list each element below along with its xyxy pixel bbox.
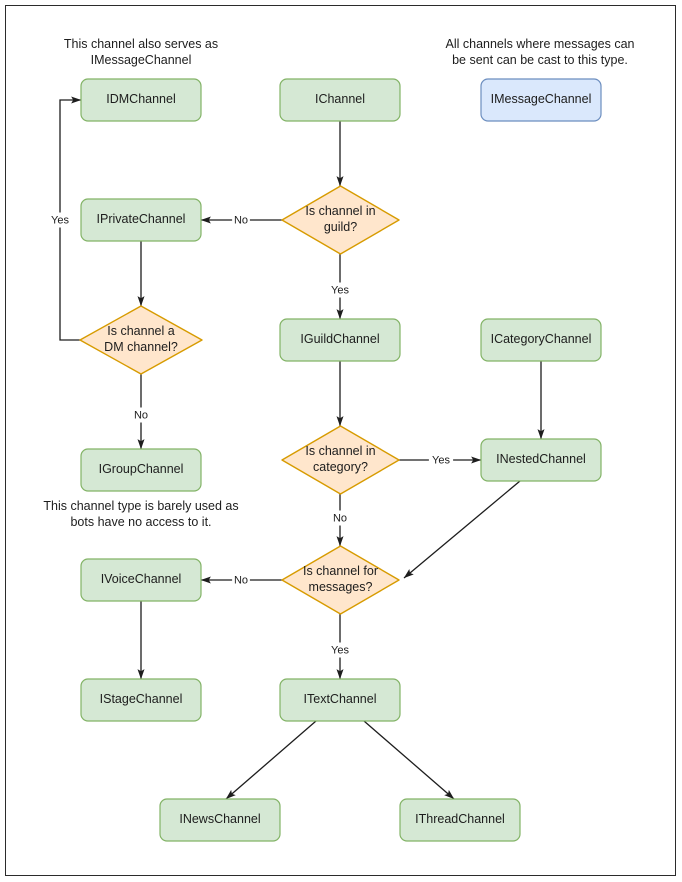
edge-label: No xyxy=(333,512,347,524)
node-label: IGuildChannel xyxy=(300,332,379,346)
edge-ismessages-yes-to-itext: Yes xyxy=(327,614,353,680)
edge-itext-to-inews xyxy=(225,720,317,800)
node-iguildchannel[interactable]: IGuildChannel xyxy=(279,318,401,362)
edge-label: Yes xyxy=(331,284,349,296)
node-label: ITextChannel xyxy=(304,692,377,706)
node-iprivatechannel[interactable]: IPrivateChannel xyxy=(80,198,202,242)
node-imessagechannel[interactable]: IMessageChannel xyxy=(480,78,602,122)
node-ivoicechannel[interactable]: IVoiceChannel xyxy=(80,558,202,602)
edge-isguild-yes-to-iguild: Yes xyxy=(327,254,353,320)
edge-label: Yes xyxy=(432,454,450,466)
edge-ismessages-no-to-ivoice: No xyxy=(200,572,282,588)
node-ichannel[interactable]: IChannel xyxy=(279,78,401,122)
edge-label: No xyxy=(234,574,248,586)
edge-label: Yes xyxy=(51,214,69,226)
edge-isdm-no-to-igroupchannel: No xyxy=(132,374,150,450)
node-ithreadchannel[interactable]: IThreadChannel xyxy=(399,798,521,842)
edge-label: No xyxy=(134,409,148,421)
edge-label: No xyxy=(234,214,248,226)
node-inewschannel[interactable]: INewsChannel xyxy=(159,798,281,842)
node-inestedchannel[interactable]: INestedChannel xyxy=(480,438,602,482)
edge-inested-to-ismessages xyxy=(403,480,521,579)
edge-iscategory-yes-to-inested: Yes xyxy=(399,452,482,468)
node-label: ICategoryChannel xyxy=(491,332,592,346)
node-idmchannel[interactable]: IDMChannel xyxy=(80,78,202,122)
node-label: IMessageChannel xyxy=(491,92,592,106)
node-itextchannel[interactable]: ITextChannel xyxy=(279,678,401,722)
node-igroupchannel[interactable]: IGroupChannel xyxy=(80,448,202,492)
nodes-layer: IDMChannel IChannel IMessageChannelIPrivat… xyxy=(79,78,602,842)
node-label: IGroupChannel xyxy=(99,462,184,476)
node-label: INestedChannel xyxy=(496,452,586,466)
edge-isdm-yes-to-idmchannel: Yes xyxy=(47,96,82,341)
node-label: IThreadChannel xyxy=(415,812,505,826)
node-label: IPrivateChannel xyxy=(97,212,186,226)
edge-itext-to-ithread xyxy=(363,720,455,800)
edge-isguild-no-to-iprivate: No xyxy=(200,212,282,228)
node-label: IDMChannel xyxy=(106,92,175,106)
node-icategorychannel[interactable]: ICategoryChannel xyxy=(480,318,602,362)
edge-label: Yes xyxy=(331,644,349,656)
node-label: IChannel xyxy=(315,92,365,106)
node-label: INewsChannel xyxy=(179,812,260,826)
node-label: IStageChannel xyxy=(100,692,183,706)
edge-iscategory-no-to-ismessages: No xyxy=(331,494,349,547)
node-istagechannel[interactable]: IStageChannel xyxy=(80,678,202,722)
node-label: IVoiceChannel xyxy=(101,572,182,586)
